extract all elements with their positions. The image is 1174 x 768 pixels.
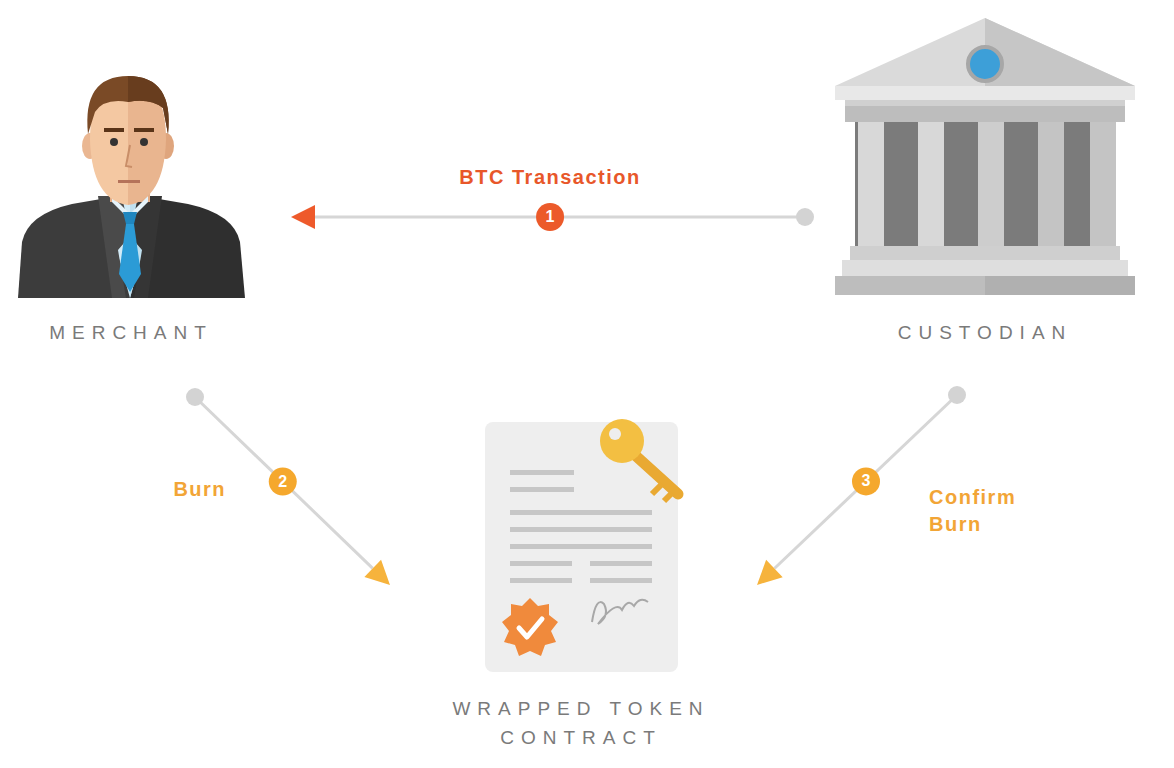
node-label: WRAPPED TOKEN CONTRACT [416, 694, 746, 752]
edge-label: BTC Transaction [420, 164, 680, 191]
bank-building [835, 18, 1135, 295]
callout-number: 3 [852, 467, 880, 495]
contract-document [485, 419, 678, 672]
start-dot [796, 208, 814, 226]
edge-label: Burn [165, 476, 235, 503]
figure-node: CUSTODIAN [835, 18, 1135, 347]
arrow-head [757, 560, 783, 585]
illustration-space [131, 78, 132, 318]
flow-connector [757, 386, 966, 585]
edge-label: Confirm Burn [929, 484, 1047, 538]
start-dot [186, 388, 204, 406]
callout-disc [536, 203, 564, 231]
node-label: MERCHANT [21, 318, 241, 347]
node-label: CUSTODIAN [845, 318, 1125, 347]
connector-line [774, 395, 957, 568]
figure-node: WRAPPED TOKEN CONTRACT [412, 420, 750, 752]
callout-disc [852, 467, 880, 495]
callout-number: 1 [536, 203, 564, 231]
figure-node: MERCHANT [16, 78, 246, 347]
illustration-space [985, 18, 986, 318]
illustration-space [581, 420, 582, 694]
callout-number: 2 [269, 468, 297, 496]
arrow-head [291, 205, 315, 229]
merchant-figure [18, 76, 245, 298]
callout-disc [269, 468, 297, 496]
arrow-head [364, 560, 390, 585]
start-dot [948, 386, 966, 404]
